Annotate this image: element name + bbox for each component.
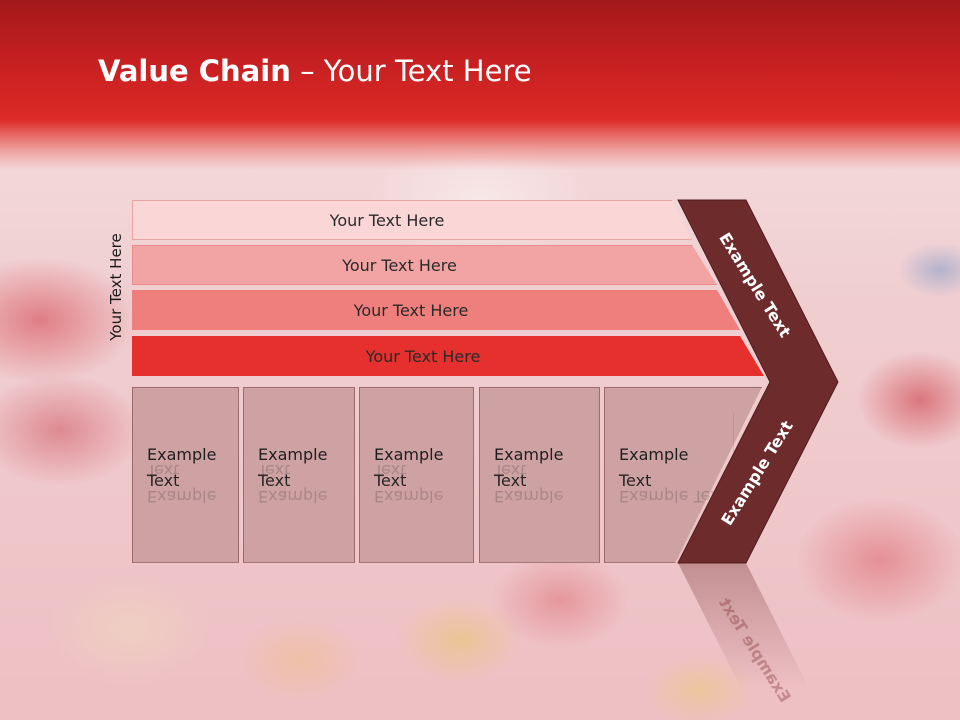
box-2-line1: Example <box>258 445 328 464</box>
slide-title: Value Chain – Your Text Here <box>98 54 532 88</box>
bar-4-label: Your Text Here <box>365 346 481 366</box>
bar-3-label: Your Text Here <box>353 300 469 320</box>
bar-2: Your Text Here <box>132 245 717 285</box>
activity-box-1: Example Text <box>132 387 239 563</box>
box-5-line2: Text <box>619 471 652 490</box>
box-1-line2: Text <box>147 471 180 490</box>
title-rest: – Your Text Here <box>290 54 532 88</box>
box-1-line1: Example <box>147 445 217 464</box>
header-band <box>0 0 960 170</box>
bar-3: Your Text Here <box>132 290 740 330</box>
bar-1: Your Text Here <box>132 200 692 240</box>
box-2-line2: Text <box>258 471 291 490</box>
box-5-line1: Example <box>619 445 689 464</box>
activity-box-3: Example Text <box>359 387 474 563</box>
box-4-line2: Text <box>494 471 527 490</box>
activity-box-4: Example Text <box>479 387 600 563</box>
chevron-shape <box>677 199 839 564</box>
bar-2-label: Your Text Here <box>342 255 457 275</box>
bar-4: Your Text Here <box>132 336 764 376</box>
box-3-line1: Example <box>374 445 444 464</box>
activity-box-2: Example Text <box>243 387 355 563</box>
title-bold: Value Chain <box>98 54 291 88</box>
bar-1-label: Your Text Here <box>329 210 445 230</box>
box-3-line2: Text <box>374 471 407 490</box>
chevron-reflection <box>678 563 810 690</box>
box-4-line1: Example <box>494 445 564 464</box>
